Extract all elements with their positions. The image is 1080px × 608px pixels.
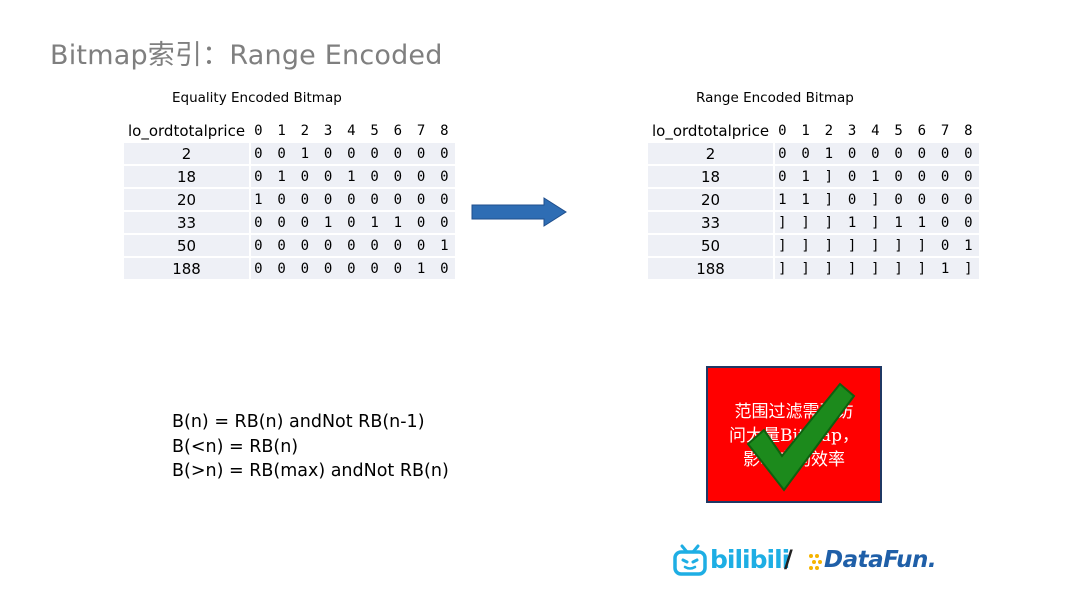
logo-separator: /: [784, 545, 793, 573]
column-header-bits: 0 1 2 3 4 5 6 7 8: [775, 120, 979, 141]
page-title: Bitmap索引：Range Encoded: [50, 40, 443, 71]
row-bits: 0 1 0 0 1 0 0 0 0: [251, 166, 455, 187]
row-bits: 0 0 0 0 0 0 0 0 1: [251, 235, 455, 256]
row-bits: ] ] ] 1 ] 1 1 0 0: [775, 212, 979, 233]
column-header-bits: 0 1 2 3 4 5 6 7 8: [251, 120, 455, 141]
row-value: 33: [124, 212, 250, 233]
row-value: 18: [648, 166, 774, 187]
row-value: 50: [124, 235, 250, 256]
table-row: 50] ] ] ] ] ] ] 0 1: [648, 235, 979, 256]
row-bits: 0 0 1 0 0 0 0 0 0: [251, 143, 455, 164]
row-value: 20: [124, 189, 250, 210]
formula-less-than: B(<n) = RB(n): [172, 436, 299, 457]
row-value: 188: [648, 258, 774, 279]
table-row: 33] ] ] 1 ] 1 1 0 0: [648, 212, 979, 233]
row-value: 50: [648, 235, 774, 256]
table-header-row: lo_ordtotalprice 0 1 2 3 4 5 6 7 8: [124, 120, 455, 141]
right-arrow-icon: [471, 197, 567, 227]
row-value: 18: [124, 166, 250, 187]
datafun-logo-text: DataFun.: [824, 547, 937, 573]
checkmark-icon: [746, 382, 856, 492]
formula-block: B(n) = RB(n) andNot RB(n-1) B(<n) = RB(n…: [172, 410, 449, 484]
formula-equal: B(n) = RB(n) andNot RB(n-1): [172, 412, 425, 432]
row-value: 2: [648, 143, 774, 164]
row-bits: 0 0 0 0 0 0 0 1 0: [251, 258, 455, 279]
warning-note-box: 范围过滤需要访 问大量Bitmap， 影响查询效率: [706, 366, 882, 503]
row-value: 20: [648, 189, 774, 210]
row-value: 188: [124, 258, 250, 279]
row-value: 2: [124, 143, 250, 164]
column-header-price: lo_ordtotalprice: [648, 120, 774, 141]
row-value: 33: [648, 212, 774, 233]
row-bits: 0 0 1 0 0 0 0 0 0: [775, 143, 979, 164]
range-caption: Range Encoded Bitmap: [696, 90, 854, 106]
bilibili-tv-icon: [673, 544, 707, 576]
row-bits: 1 1 ] 0 ] 0 0 0 0: [775, 189, 979, 210]
row-bits: ] ] ] ] ] ] ] 1 ]: [775, 258, 979, 279]
datafun-dots-icon: [809, 554, 822, 570]
column-header-price: lo_ordtotalprice: [124, 120, 250, 141]
table-row: 188] ] ] ] ] ] ] 1 ]: [648, 258, 979, 279]
table-header-row: lo_ordtotalprice 0 1 2 3 4 5 6 7 8: [648, 120, 979, 141]
equality-caption: Equality Encoded Bitmap: [172, 90, 342, 106]
row-bits: 1 0 0 0 0 0 0 0 0: [251, 189, 455, 210]
footer-logos: bilibili / DataFun.: [672, 543, 937, 579]
bilibili-logo-text: bilibili: [710, 545, 790, 574]
formula-greater-than: B(>n) = RB(max) andNot RB(n): [172, 461, 449, 481]
row-bits: 0 1 ] 0 1 0 0 0 0: [775, 166, 979, 187]
row-bits: ] ] ] ] ] ] ] 0 1: [775, 235, 979, 256]
row-bits: 0 0 0 1 0 1 1 0 0: [251, 212, 455, 233]
